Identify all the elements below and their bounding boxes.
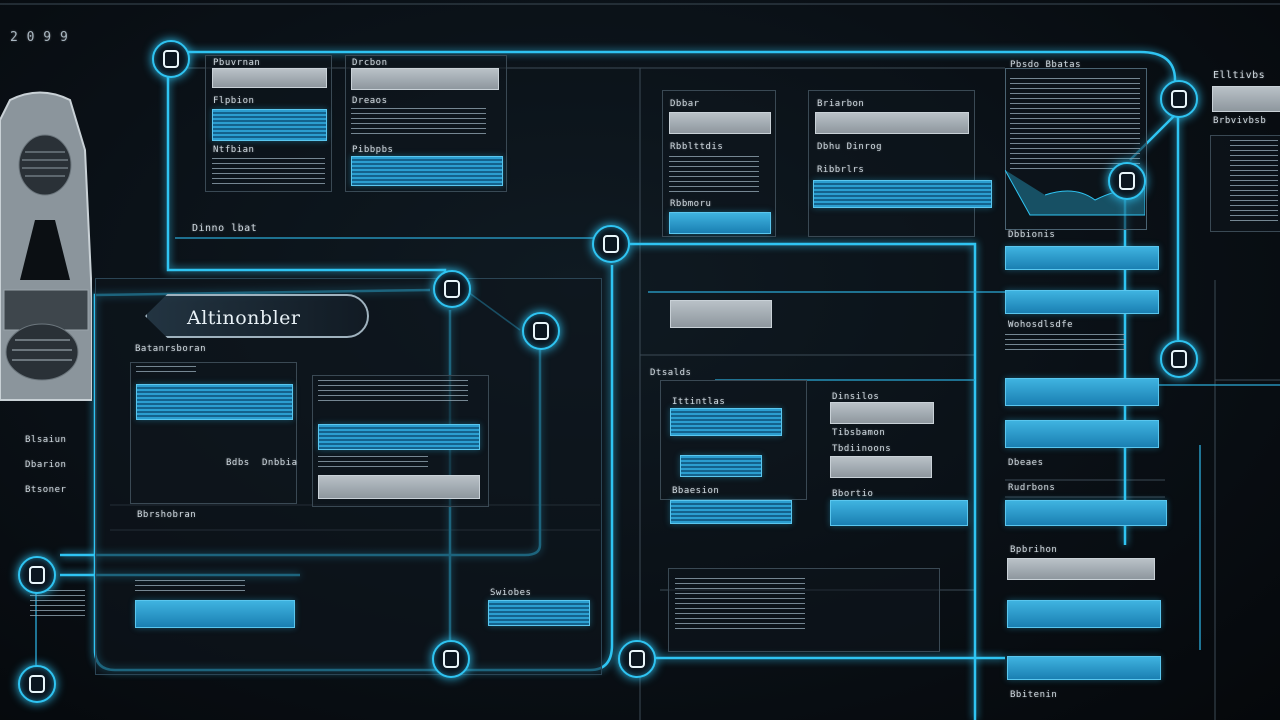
panel-label: Bbortio: [832, 489, 874, 499]
field-gray[interactable]: [1212, 86, 1280, 112]
panel-label: Dbbar: [670, 99, 700, 109]
panel-label: Bpbrihon: [1010, 545, 1058, 555]
panel-label: Blsaiun: [25, 435, 67, 445]
network-node-icon[interactable]: [592, 225, 630, 263]
panel-label: Bbaesion: [672, 486, 720, 496]
text-lines: [212, 158, 325, 186]
center-panel-a: [660, 380, 807, 500]
panel-title: Pbsdo Bbatas: [1010, 60, 1082, 70]
field-gray[interactable]: [830, 456, 932, 478]
panel-label: Ittintlas: [672, 397, 726, 407]
panel-label: Pbuvrnan: [213, 58, 261, 68]
field-gray[interactable]: [318, 475, 480, 499]
field-gray[interactable]: [670, 300, 772, 328]
main-title: Altinonbler SXRLE: [145, 294, 369, 338]
phone-node-icon[interactable]: [1160, 80, 1198, 118]
panel-label: Flpbion: [213, 96, 255, 106]
lock-node-icon[interactable]: [1108, 162, 1146, 200]
list-item[interactable]: Brbvivbsb: [1213, 116, 1267, 126]
panel-label: Ribbrlrs: [817, 165, 865, 175]
panel-label: Rudrbons: [1008, 483, 1056, 493]
field-blue[interactable]: [670, 500, 792, 524]
field-blue[interactable]: [670, 408, 782, 436]
field-gray[interactable]: [1007, 558, 1155, 580]
text-lines: [135, 580, 245, 594]
field-blue[interactable]: [813, 180, 992, 208]
shield-node-icon[interactable]: [152, 40, 190, 78]
text-lines: [1010, 78, 1140, 173]
section-footer: Dinno lbat: [192, 223, 258, 234]
field-blue[interactable]: [1005, 378, 1159, 406]
text-lines: [1230, 140, 1278, 225]
text-lines: [318, 380, 468, 404]
field-blue[interactable]: [136, 384, 293, 420]
panel-label: Dbbionis: [1008, 230, 1056, 240]
panel-label: Rbbmoru: [670, 199, 712, 209]
text-lines: [136, 366, 196, 376]
field-blue[interactable]: [669, 212, 771, 234]
field-blue[interactable]: [488, 600, 590, 626]
field-blue[interactable]: [1005, 500, 1167, 526]
panel-label: Dbarion: [25, 460, 67, 470]
field-blue[interactable]: [830, 500, 968, 526]
list-heading: Elltivbs: [1213, 70, 1266, 81]
text-lines: [669, 156, 759, 194]
field-gray[interactable]: [212, 68, 327, 88]
text-lines: [30, 590, 85, 620]
panel-label: Dbhu Dinrog: [817, 142, 883, 152]
panel-label: Pibbpbs: [352, 145, 394, 155]
text-lines: [318, 456, 428, 470]
field-blue[interactable]: [212, 109, 327, 141]
field-gray[interactable]: [815, 112, 969, 134]
field-gray[interactable]: [669, 112, 771, 134]
field-gray[interactable]: [351, 68, 499, 90]
shield-node-icon[interactable]: [433, 270, 471, 308]
field-blue[interactable]: [1005, 246, 1159, 270]
field-blue[interactable]: [318, 424, 480, 450]
hardware-device-graphic: [0, 90, 93, 410]
panel-label: Btsoner: [25, 485, 67, 495]
panel-label: Tbdiinoons: [832, 444, 892, 454]
panel-label: Briarbon: [817, 99, 865, 109]
panel-label: Batanrsboran: [135, 344, 207, 354]
field-blue[interactable]: [680, 455, 762, 477]
panel-label: Dnbbia: [262, 458, 298, 468]
field-gray[interactable]: [830, 402, 934, 424]
panel-label: Bbitenin: [1010, 690, 1058, 700]
phone-node-icon[interactable]: [18, 556, 56, 594]
panel-label: Bdbs: [226, 458, 250, 468]
field-blue[interactable]: [351, 156, 503, 186]
text-lines: [1005, 334, 1125, 354]
phone-node-icon[interactable]: [618, 640, 656, 678]
field-blue[interactable]: [135, 600, 295, 628]
lock-node-icon[interactable]: [522, 312, 560, 350]
panel-label: Swiobes: [490, 588, 532, 598]
panel-label: Bbrshobran: [137, 510, 197, 520]
panel-label: Wohosdlsdfe: [1008, 320, 1074, 330]
panel-label: Dbeaes: [1008, 458, 1044, 468]
field-blue[interactable]: [1007, 600, 1161, 628]
panel-label: Dtsalds: [650, 368, 692, 378]
text-lines: [351, 108, 486, 134]
field-blue[interactable]: [1005, 290, 1159, 314]
text-lines: [675, 578, 805, 632]
panel-label: Tibsbamon: [832, 428, 886, 438]
lock-node-icon[interactable]: [18, 665, 56, 703]
panel-label: Rbblttdis: [670, 142, 724, 152]
field-blue[interactable]: [1007, 656, 1161, 680]
field-blue[interactable]: [1005, 420, 1159, 448]
panel-label: Dreaos: [352, 96, 388, 106]
device-node-icon[interactable]: [1160, 340, 1198, 378]
panel-label: Dinsilos: [832, 392, 880, 402]
panel-label: Drcbon: [352, 58, 388, 68]
panel-label: Ntfbian: [213, 145, 255, 155]
status-readout: 2 0 9 9: [10, 30, 69, 45]
lock-node-icon[interactable]: [432, 640, 470, 678]
